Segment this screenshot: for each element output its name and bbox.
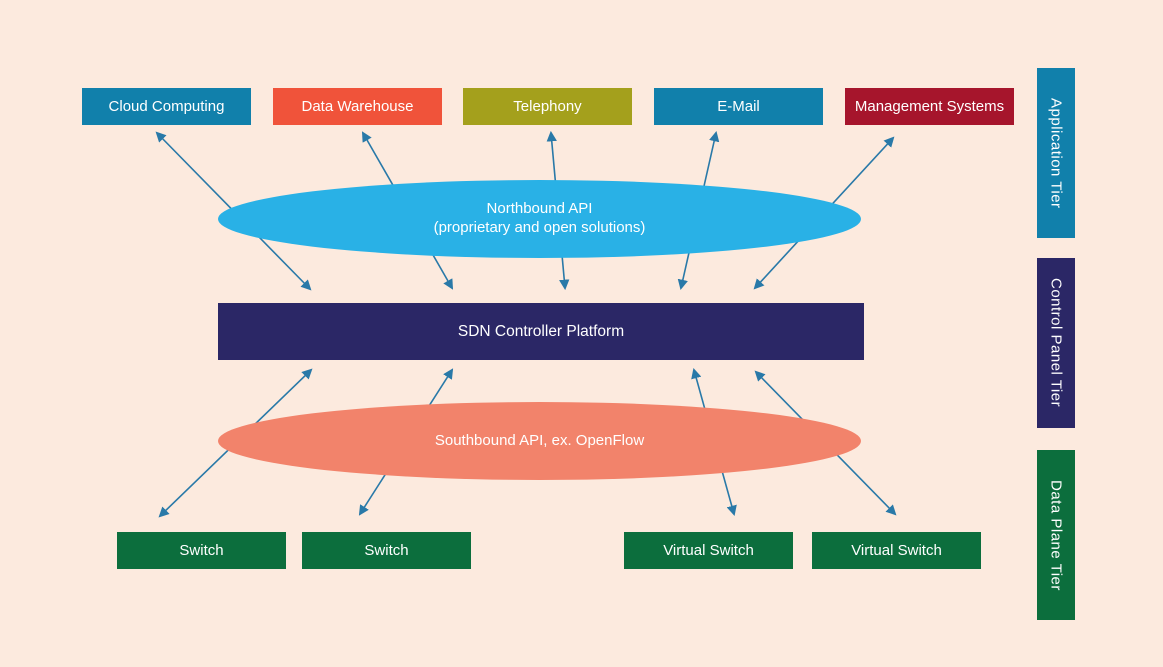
plane-box-virtual-switch-2: Virtual Switch bbox=[812, 532, 981, 569]
plane-box-virtual-switch-1: Virtual Switch bbox=[624, 532, 793, 569]
plane-box-label: Switch bbox=[364, 542, 409, 559]
northbound-api-title: Northbound API bbox=[486, 200, 593, 218]
southbound-api-ellipse: Southbound API, ex. OpenFlow bbox=[218, 402, 861, 480]
southbound-api-label: Southbound API, ex. OpenFlow bbox=[434, 431, 645, 449]
app-box-label: Cloud Computing bbox=[108, 98, 225, 115]
app-box-management-systems: Management Systems bbox=[845, 88, 1014, 125]
sdn-controller-platform: SDN Controller Platform bbox=[218, 303, 864, 360]
northbound-api-subtitle: (proprietary and open solutions) bbox=[433, 219, 646, 236]
plane-box-label: Virtual Switch bbox=[663, 542, 754, 559]
app-box-cloud-computing: Cloud Computing bbox=[82, 88, 251, 125]
tier-label: Application Tier bbox=[1047, 97, 1065, 209]
plane-box-switch-2: Switch bbox=[302, 532, 471, 569]
plane-box-switch-1: Switch bbox=[117, 532, 286, 569]
tier-label: Data Plane Tier bbox=[1047, 479, 1065, 591]
tier-bar-control-panel: Control Panel Tier bbox=[1037, 258, 1075, 428]
tier-label: Control Panel Tier bbox=[1047, 278, 1065, 408]
sdn-controller-label: SDN Controller Platform bbox=[457, 322, 625, 340]
app-box-email: E-Mail bbox=[654, 88, 823, 125]
northbound-api-ellipse: Northbound API (proprietary and open sol… bbox=[218, 180, 861, 258]
app-box-label: Data Warehouse bbox=[301, 98, 414, 115]
app-box-label: Management Systems bbox=[854, 98, 1005, 115]
app-box-telephony: Telephony bbox=[463, 88, 632, 125]
app-box-label: E-Mail bbox=[717, 98, 760, 115]
tier-bar-data-plane: Data Plane Tier bbox=[1037, 450, 1075, 620]
tier-bar-application: Application Tier bbox=[1037, 68, 1075, 238]
plane-box-label: Switch bbox=[179, 542, 224, 559]
plane-box-label: Virtual Switch bbox=[851, 542, 942, 559]
app-box-data-warehouse: Data Warehouse bbox=[273, 88, 442, 125]
app-box-label: Telephony bbox=[513, 98, 582, 115]
